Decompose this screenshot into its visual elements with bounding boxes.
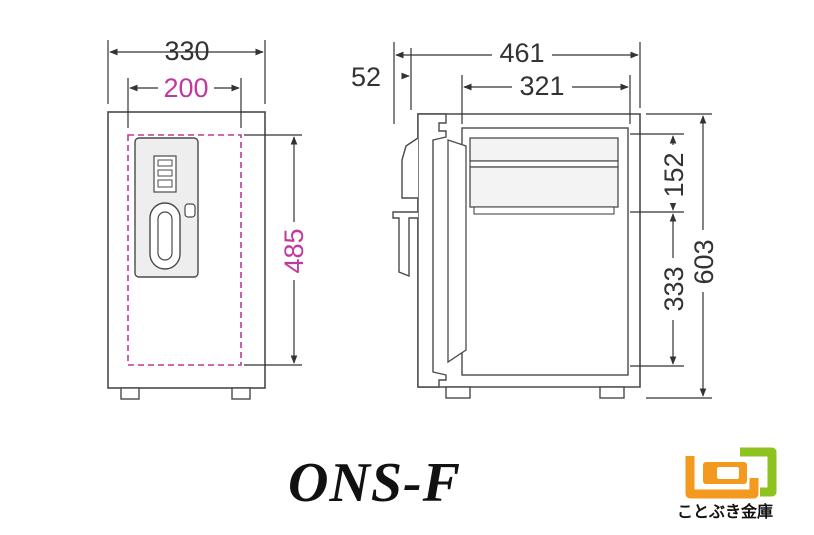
front-left-foot [120, 387, 140, 400]
inner-width-label: 200 [163, 73, 208, 103]
key-slot [184, 203, 196, 218]
interior-outline [127, 134, 242, 366]
lever [392, 211, 418, 278]
front-right-foot [231, 387, 251, 400]
side-view: 461 321 52 603 [351, 38, 719, 399]
lock-panel [134, 137, 199, 278]
dimension-inner-width: 200 [127, 73, 242, 128]
side-right-foot [599, 386, 625, 399]
side-handle [401, 137, 419, 199]
brand-name: ことぶき金庫 [676, 502, 773, 521]
drawer-shelf [469, 160, 619, 168]
upper-drawer [469, 137, 619, 162]
inner-height-label: 485 [279, 228, 309, 273]
depth-label: 461 [499, 38, 544, 68]
front-view: 330 200 485 [107, 36, 309, 400]
dimension-front-width: 330 [107, 36, 266, 104]
dimension-drawer-height: 152 [630, 133, 689, 213]
total-height-label: 603 [689, 239, 719, 284]
door-liner [447, 139, 467, 364]
safe-door [417, 113, 447, 388]
dimension-inner-depth: 321 [461, 71, 631, 124]
keypad [153, 155, 177, 193]
dimension-lower-height: 333 [630, 213, 689, 367]
front-width-label: 330 [164, 36, 209, 66]
lower-height-label: 333 [659, 266, 689, 311]
model-title: ONS-F [288, 452, 462, 514]
lower-drawer [469, 166, 619, 208]
side-left-foot [445, 386, 471, 399]
inner-depth-label: 321 [519, 71, 564, 101]
dimension-total-height: 603 [646, 113, 719, 399]
handle-offset-label: 52 [351, 62, 381, 92]
drawer-height-label: 152 [659, 152, 689, 197]
dimension-inner-height: 485 [244, 134, 309, 366]
lock-handle [149, 202, 181, 270]
dimension-depth: 461 [393, 38, 641, 124]
dimension-handle-offset: 52 [351, 48, 412, 110]
kotobuki-logo-icon [685, 447, 777, 499]
